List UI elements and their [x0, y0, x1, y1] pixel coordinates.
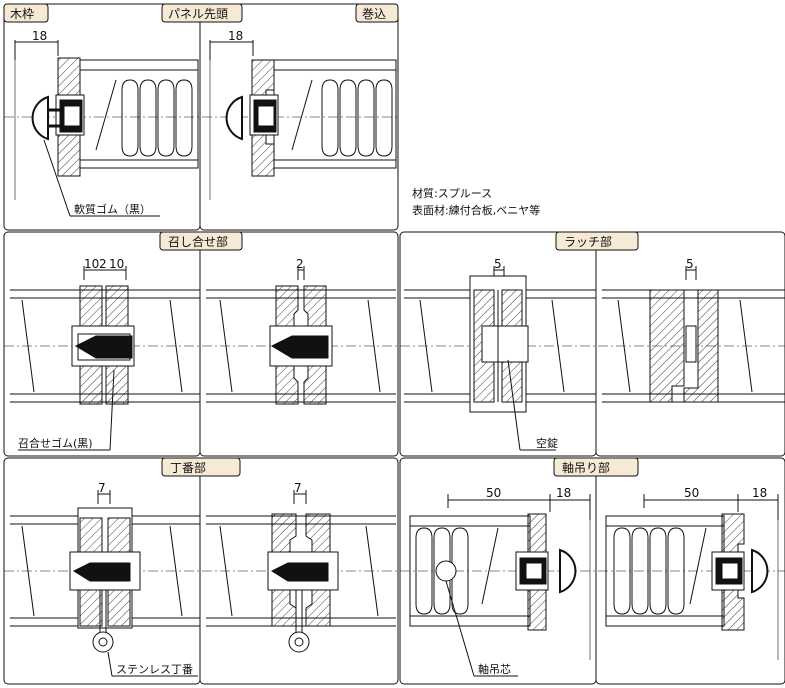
dim-18-pivot: 18 [556, 486, 571, 500]
dim-18-panel-head: 18 [228, 29, 243, 43]
dim-10b-meeting: 10 [109, 257, 124, 271]
material-line-2: 表面材:練付合板,ベニヤ等 [412, 203, 540, 217]
tab-pivot: 軸吊り部 [562, 460, 610, 475]
dim-5-latch-2: 5 [686, 257, 694, 271]
callout-stainless-hinge: ステンレス丁番 [116, 663, 193, 676]
detail-hinge-1 [10, 490, 200, 677]
detail-latch-2 [602, 266, 785, 403]
callout-meeting-rubber: 召合せゴム(黒) [18, 436, 93, 450]
callout-empty-lock: 空錠 [536, 436, 558, 450]
panel-borders [3, 3, 785, 685]
tab-panel-head: パネル先頭 [168, 7, 228, 21]
dim-5-latch: 5 [494, 257, 502, 271]
tab-hinge: 丁番部 [170, 460, 206, 475]
callout-soft-rubber: 軟質ゴム（黒） [74, 202, 151, 216]
detail-panel-head [209, 40, 397, 200]
detail-pivot-2 [605, 494, 779, 660]
material-line-1: 材質:スプルース [412, 186, 492, 200]
dim-50-pivot: 50 [486, 486, 501, 500]
detail-latch-1 [404, 266, 596, 451]
title-tabs: 木枠 パネル先頭 巻込 召し合せ部 ラッチ部 丁番部 軸吊り部 [3, 3, 639, 477]
dim-10-meeting: 10 [84, 257, 99, 271]
tab-meeting: 召し合せ部 [168, 234, 228, 249]
callout-pivot-core: 軸吊芯 [478, 662, 511, 676]
dim-2-meeting: 2 [99, 257, 107, 271]
detail-hinge-2 [206, 490, 396, 653]
dim-18-wood-frame: 18 [32, 29, 47, 43]
dim-7-hinge-2: 7 [294, 481, 302, 495]
tab-roll-in: 巻込 [362, 7, 386, 21]
detail-meeting-2 [206, 266, 396, 405]
tab-wood-frame: 木枠 [10, 7, 34, 21]
dim-18-pivot-2: 18 [752, 486, 767, 500]
detail-meeting-1 [10, 266, 200, 451]
detail-pivot-1 [409, 494, 591, 677]
tab-latch: ラッチ部 [564, 234, 612, 249]
dim-2-meeting-2: 2 [296, 257, 304, 271]
dim-50-pivot-2: 50 [684, 486, 699, 500]
dim-7-hinge: 7 [98, 481, 106, 495]
detail-wood-frame [14, 40, 199, 217]
